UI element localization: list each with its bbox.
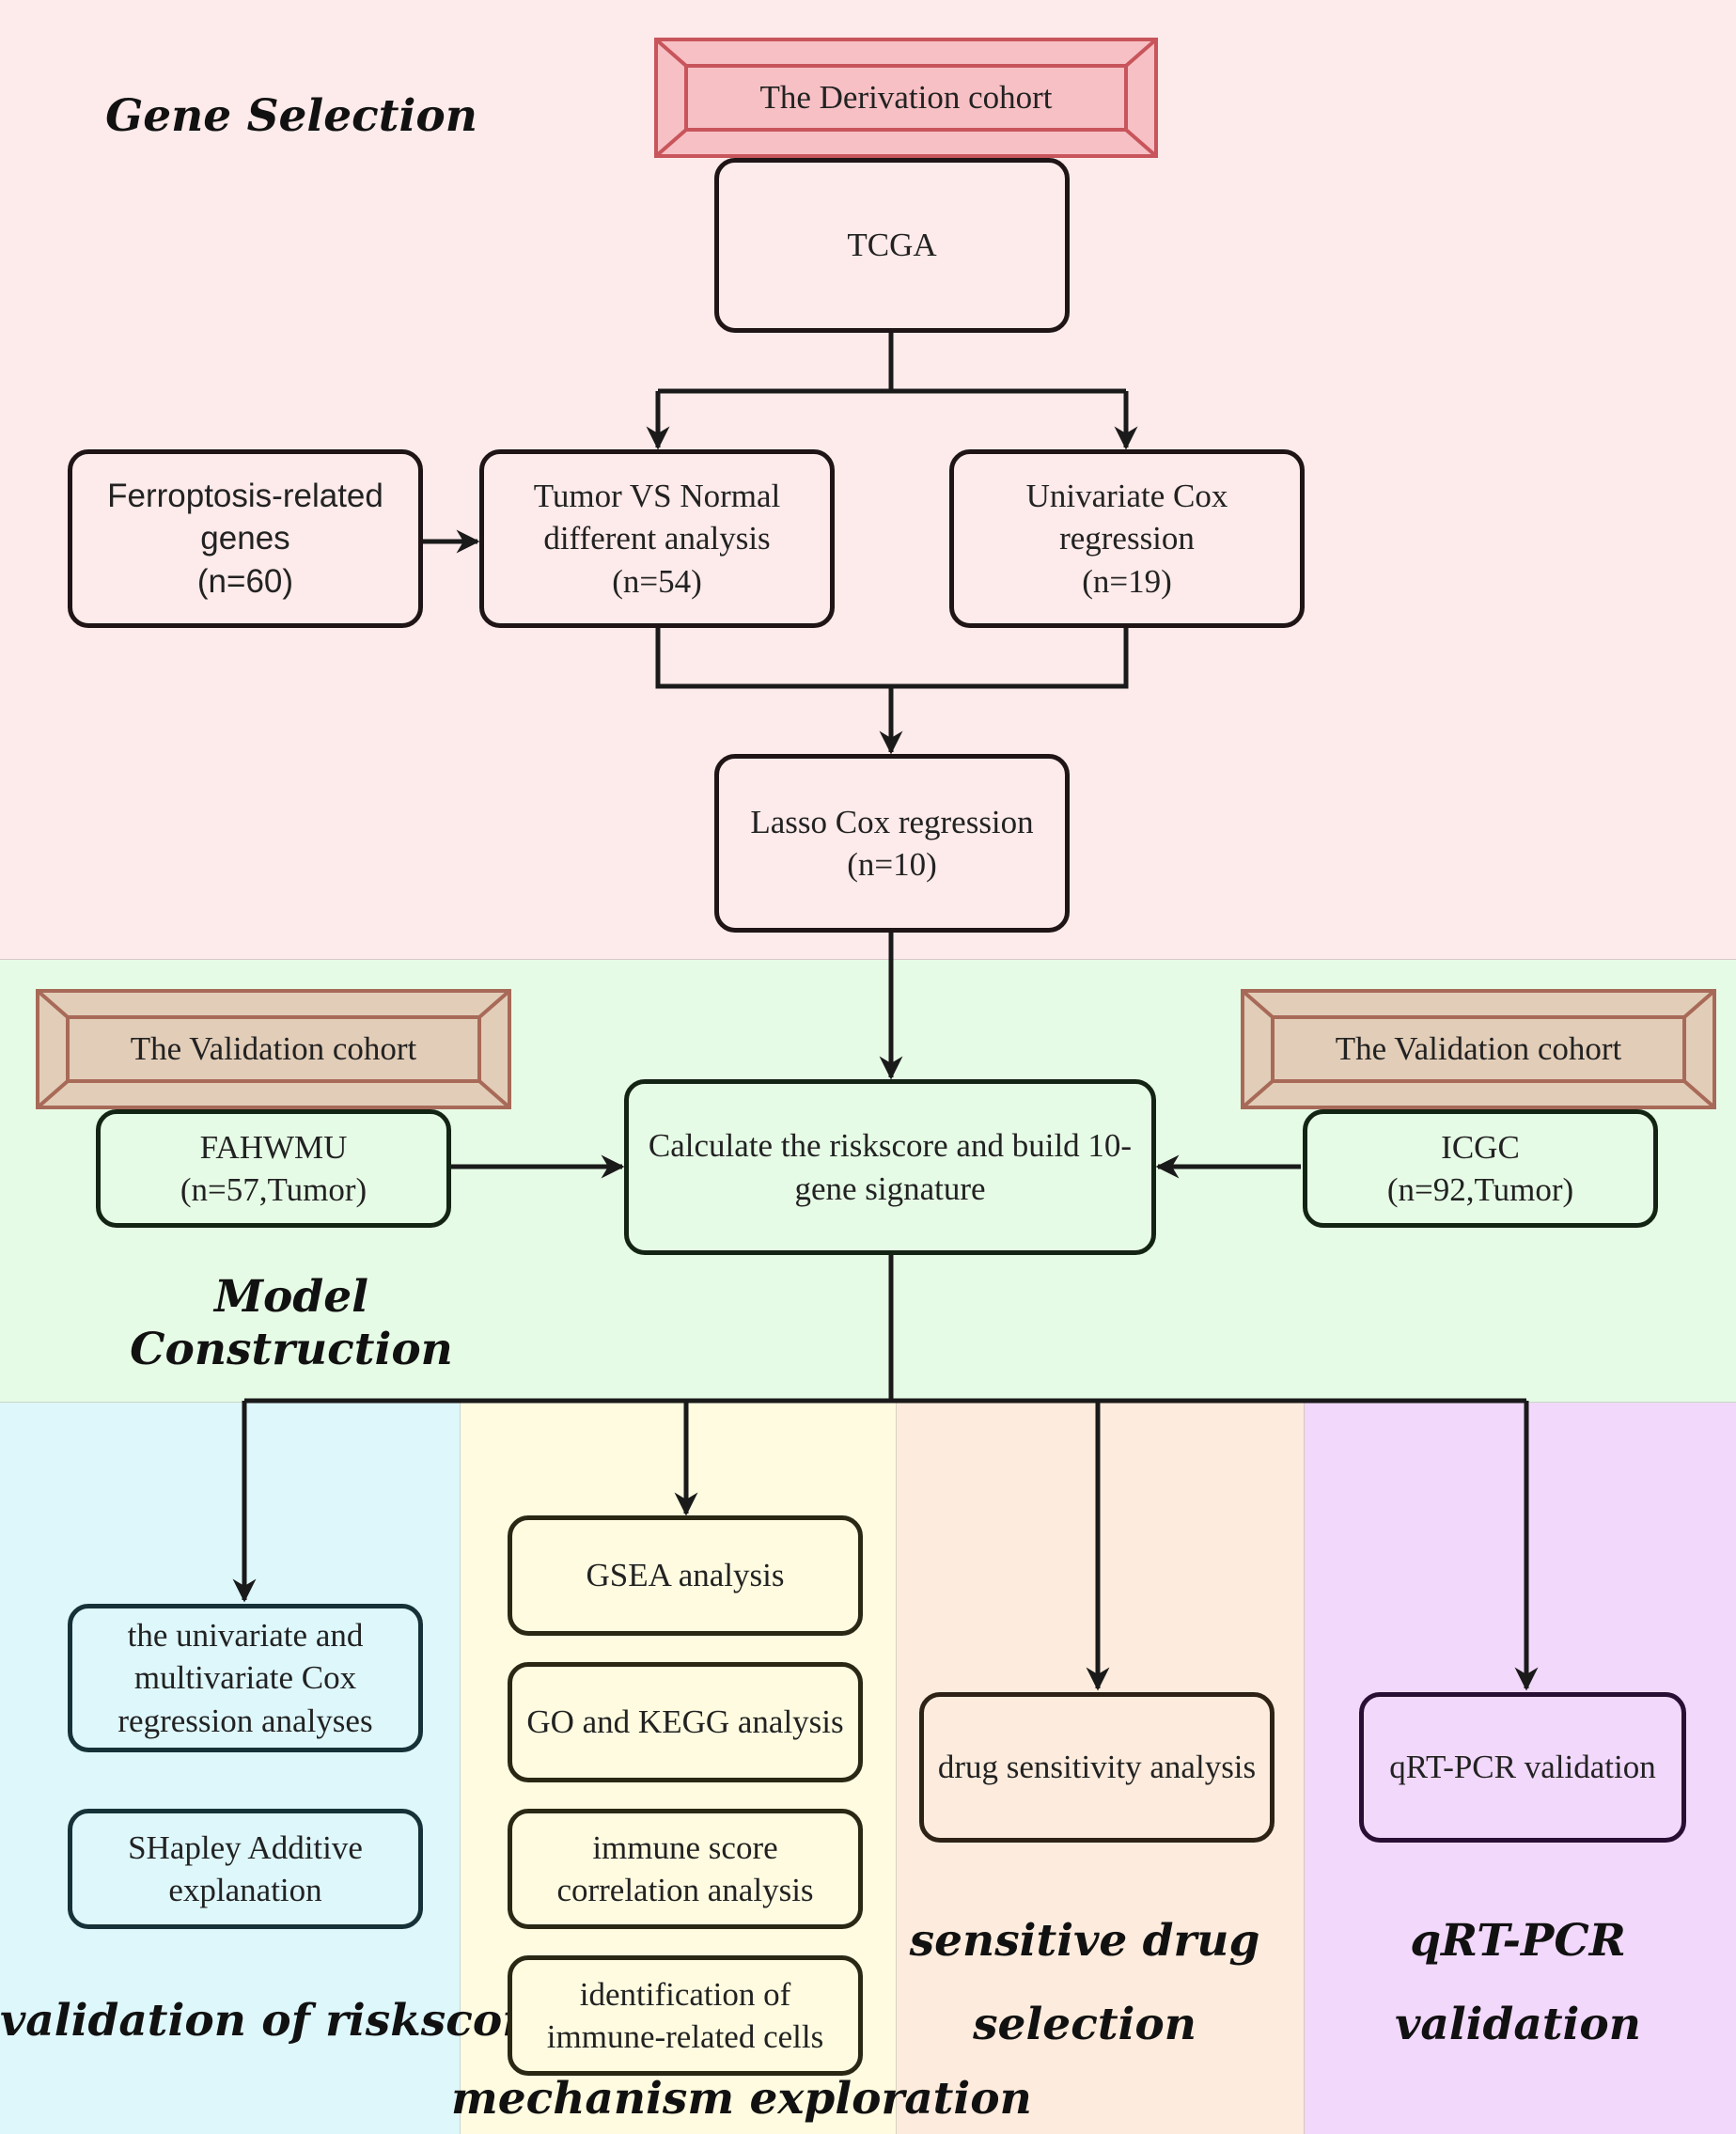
univariate-multivariate-cox-node: the univariate and multivariate Cox regr… (68, 1604, 423, 1752)
gsea-analysis-node: GSEA analysis (508, 1515, 863, 1636)
icgc-node: ICGC (n=92,Tumor) (1303, 1109, 1658, 1228)
qrt-pcr-validation-node: qRT-PCR validation (1359, 1692, 1686, 1843)
lasso-cox-node: Lasso Cox regression (n=10) (714, 754, 1070, 933)
section-title-validation-of-riskscore: validation of riskscore (0, 1995, 554, 2047)
univariate-cox-node: Univariate Cox regression (n=19) (949, 449, 1305, 628)
tcga-node: TCGA (714, 158, 1070, 333)
section-title-model-construction: Model Construction (130, 1271, 453, 1376)
section-title-qrt-pcr-validation: qRT-PCR validation (1395, 1915, 1641, 2051)
section-title-sensitive-drug-selection: sensitive drug selection (909, 1915, 1260, 2051)
riskscore-signature-node: Calculate the riskscore and build 10- ge… (624, 1079, 1156, 1255)
ferroptosis-genes-node: Ferroptosis-related genes (n=60) (68, 449, 423, 628)
shap-explanation-node: SHapley Additive explanation (68, 1809, 423, 1929)
go-kegg-analysis-node: GO and KEGG analysis (508, 1662, 863, 1782)
derivation-cohort-label: The Derivation cohort (759, 79, 1053, 116)
validation-cohort-label-left: The Validation cohort (130, 1030, 417, 1067)
immune-related-cells-node: identification of immune-related cells (508, 1955, 863, 2076)
drug-sensitivity-node: drug sensitivity analysis (919, 1692, 1275, 1843)
immune-score-correlation-node: immune score correlation analysis (508, 1809, 863, 1929)
validation-cohort-label-right: The Validation cohort (1335, 1030, 1622, 1067)
section-title-mechanism-exploration: mechanism exploration (451, 2073, 1032, 2125)
tumor-vs-normal-node: Tumor VS Normal different analysis (n=54… (479, 449, 835, 628)
fahwmu-node: FAHWMU (n=57,Tumor) (96, 1109, 451, 1228)
validation-band (0, 1403, 461, 2134)
section-title-gene-selection: Gene Selection (105, 90, 477, 142)
